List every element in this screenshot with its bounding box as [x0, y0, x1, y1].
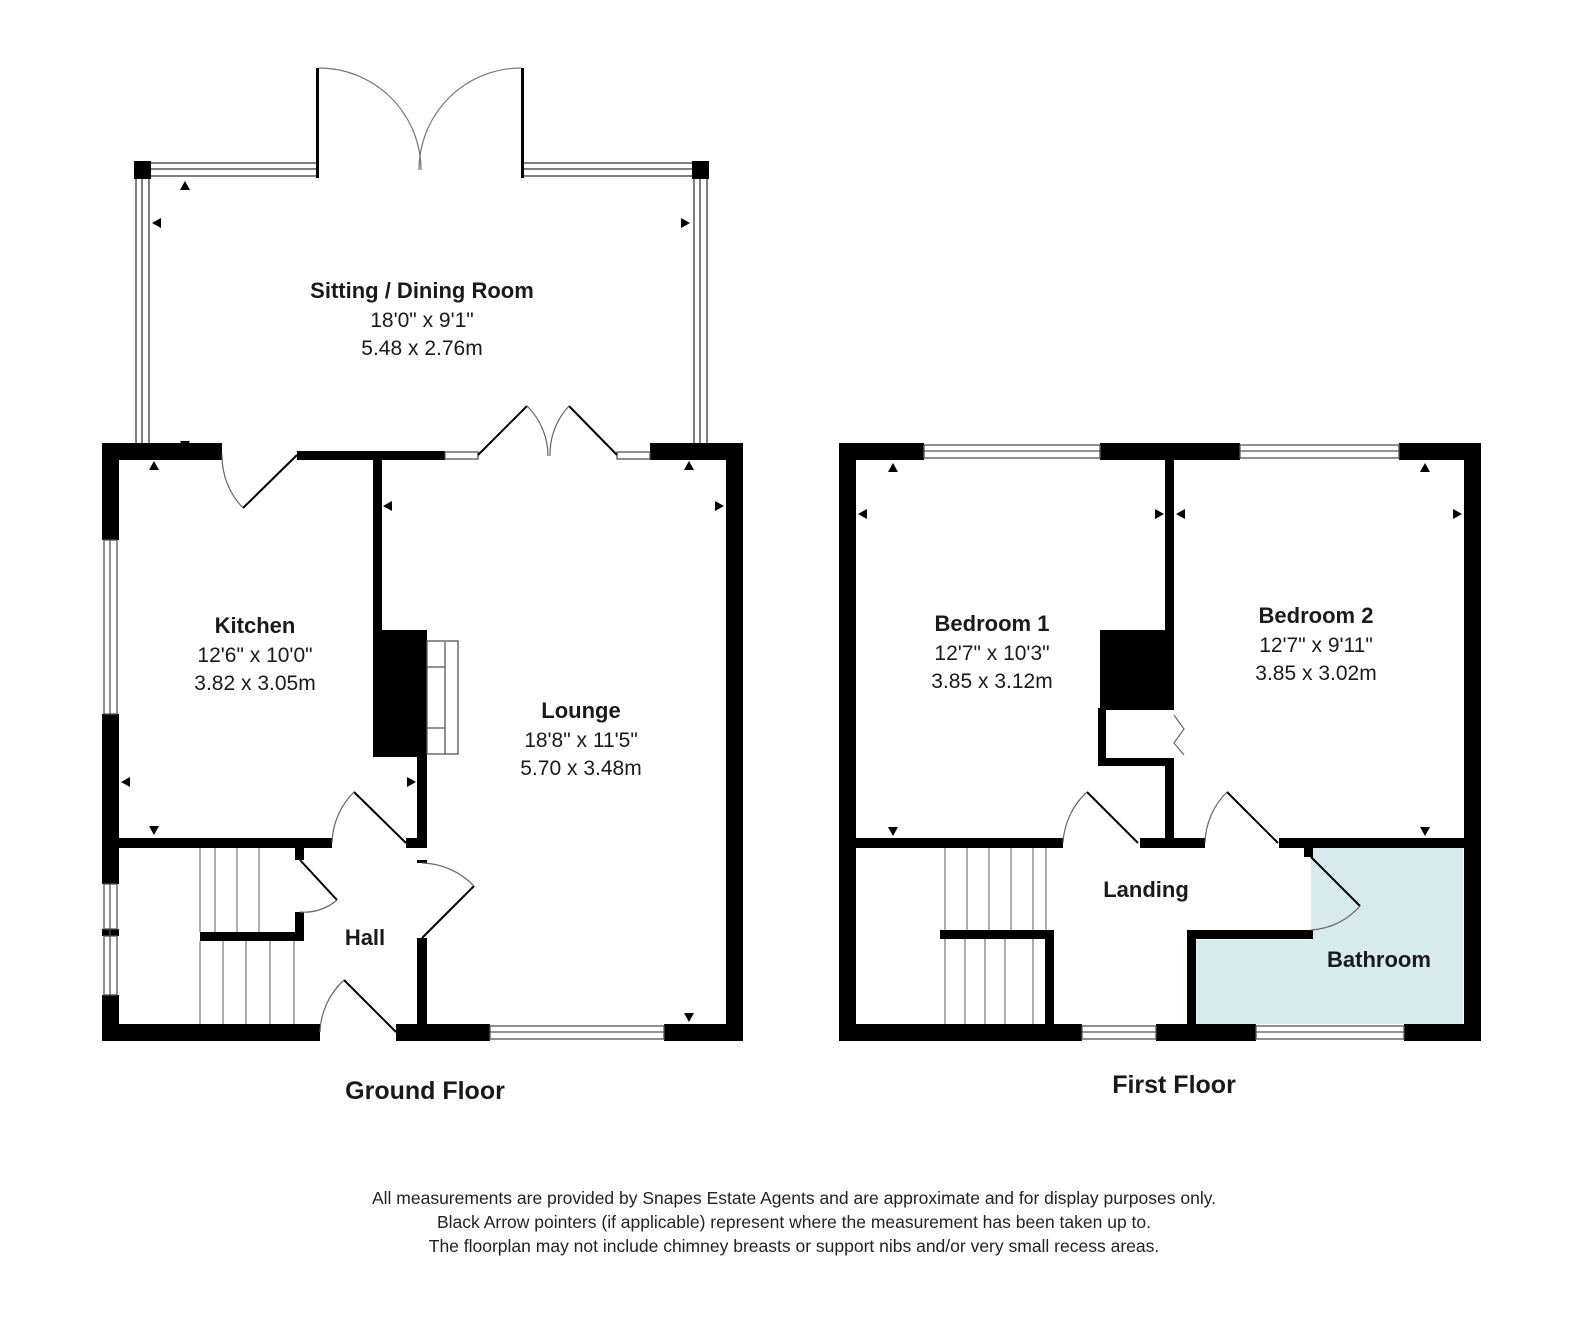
ground-doors — [221, 405, 618, 1033]
bathroom-floor — [1196, 848, 1463, 1024]
bedroom2-name: Bedroom 2 — [1259, 603, 1374, 628]
lounge-name: Lounge — [541, 698, 620, 723]
bedroom1-name: Bedroom 1 — [935, 611, 1050, 636]
first-walls — [839, 443, 1481, 1041]
hall-name: Hall — [345, 925, 385, 950]
cupboard-doors — [1173, 714, 1185, 756]
landing-name: Landing — [1103, 877, 1189, 902]
disclaimer-line-1: All measurements are provided by Snapes … — [371, 1188, 1217, 1208]
french-doors-garden — [318, 67, 522, 171]
ground-walls — [102, 443, 743, 1041]
ground-windows — [103, 451, 665, 1040]
disclaimer-line-3: The floorplan may not include chimney br… — [428, 1236, 1160, 1256]
bathroom-name: Bathroom — [1327, 947, 1431, 972]
kitchen-metric: 3.82 x 3.05m — [194, 672, 315, 695]
first-stairs — [944, 848, 1047, 1024]
conservatory-frame — [135, 162, 708, 444]
disclaimer-line-2: Black Arrow pointers (if applicable) rep… — [437, 1212, 1151, 1232]
first-doors — [1062, 791, 1361, 931]
ground-arrows — [121, 181, 724, 1022]
bedroom1-imperial: 12'7" x 10'3" — [934, 642, 1049, 665]
first-floor-plan — [839, 443, 1481, 1041]
sitting-room-metric: 5.48 x 2.76m — [361, 337, 482, 360]
disclaimer: All measurements are provided by Snapes … — [0, 1186, 1588, 1258]
kitchen-imperial: 12'6" x 10'0" — [197, 644, 312, 667]
first-windows — [923, 444, 1405, 1040]
bedroom2-metric: 3.85 x 3.02m — [1255, 662, 1376, 685]
sitting-room-imperial: 18'0" x 9'1" — [370, 309, 474, 332]
lounge-imperial: 18'8" x 11'5" — [524, 729, 638, 752]
ground-stairs — [199, 848, 295, 1024]
sitting-room-name: Sitting / Dining Room — [310, 278, 534, 303]
first-arrows — [858, 463, 1462, 836]
room-labels: Sitting / Dining Room 18'0" x 9'1" 5.48 … — [194, 278, 1431, 1105]
bedroom2-imperial: 12'7" x 9'11" — [1259, 634, 1373, 657]
first-floor-title: First Floor — [1112, 1071, 1236, 1099]
lounge-metric: 5.70 x 3.48m — [520, 757, 641, 780]
ground-floor-title: Ground Floor — [345, 1077, 505, 1105]
fireplace — [426, 640, 459, 755]
ground-floor-plan — [102, 67, 743, 1041]
conservatory-corners — [134, 68, 709, 179]
kitchen-name: Kitchen — [215, 613, 296, 638]
bedroom1-metric: 3.85 x 3.12m — [931, 670, 1052, 693]
